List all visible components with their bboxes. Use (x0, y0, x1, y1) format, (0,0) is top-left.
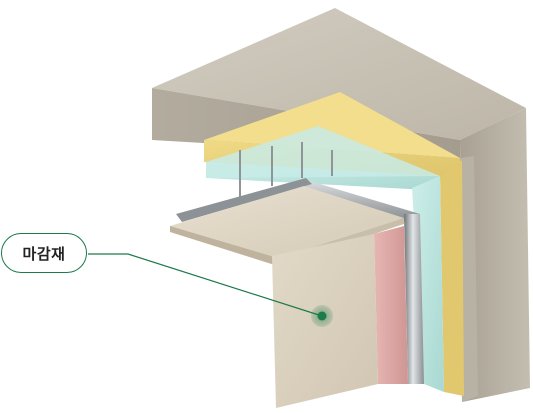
concrete-top-face (152, 8, 526, 140)
leader-line (88, 253, 323, 317)
finish-material-label: 마감재 (1, 233, 87, 273)
marker-dot (317, 311, 327, 321)
finish-ceiling-edge (170, 226, 278, 266)
steel-framing (176, 142, 424, 384)
steel-wall-stud (404, 214, 424, 384)
finish-ceiling-top (170, 186, 404, 258)
finish-board-layer (170, 186, 404, 408)
steel-ceiling-channel (176, 178, 312, 222)
insulation-wall (440, 160, 464, 396)
panel-back-face (206, 126, 440, 178)
insulation-ceiling-top (204, 92, 460, 158)
pink-board-layer (374, 226, 408, 384)
concrete-right-face (460, 108, 530, 402)
callout-leader (88, 253, 333, 327)
concrete-inner-wall (460, 156, 478, 402)
